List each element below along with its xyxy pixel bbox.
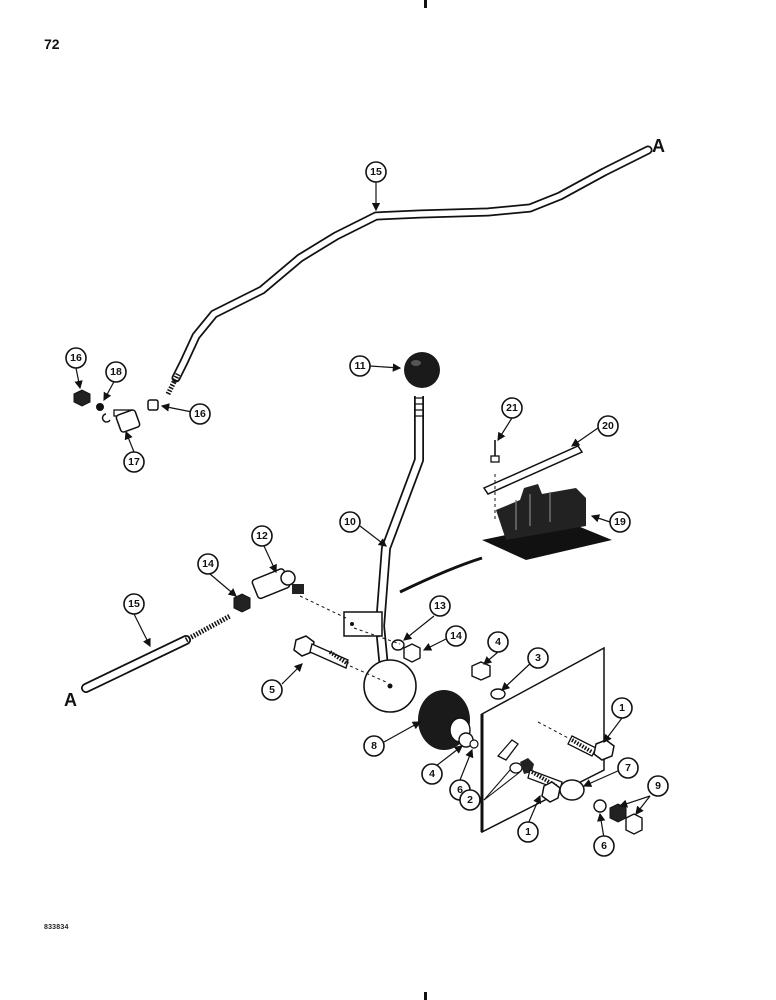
shift-gate [482,484,612,560]
shift-rod-lower [81,613,232,693]
callout-14-left: 14 [197,553,219,575]
svg-text:8: 8 [371,740,377,752]
callout-15-lower: 15 [123,593,145,615]
callout-6-right: 6 [593,835,615,857]
svg-text:9: 9 [655,780,661,792]
reference-a-upper: A [652,136,665,156]
svg-text:18: 18 [110,366,122,378]
callout-15-upper: 15 [365,161,387,183]
bottom-margin-mark [424,992,427,1000]
rod-end-hardware [73,389,159,433]
shift-knob [404,352,440,388]
svg-text:1: 1 [619,702,625,714]
gate-plate [482,445,584,495]
callout-1-lower: 1 [517,821,539,843]
svg-text:21: 21 [506,402,518,414]
jam-nut [233,593,251,613]
callout-10: 10 [339,511,361,533]
lock-nut-1 [609,803,627,823]
callout-16-left: 16 [65,347,87,369]
svg-text:2: 2 [467,794,473,806]
callout-3: 3 [527,647,549,669]
lock-nut-2 [625,813,643,835]
svg-text:4: 4 [495,636,501,648]
callout-2: 2 [459,789,481,811]
svg-text:10: 10 [344,516,356,528]
callout-1-upper: 1 [611,697,633,719]
lever-nut [403,643,421,663]
svg-text:14: 14 [450,630,462,642]
callout-13: 13 [429,595,451,617]
knob-highlight [411,360,421,366]
svg-text:4: 4 [429,768,435,780]
svg-text:5: 5 [269,684,275,696]
reference-a-lower: A [64,690,77,710]
lower-washer [593,799,607,813]
callout-16-right: 16 [189,403,211,425]
svg-text:17: 17 [128,456,140,468]
callout-7: 7 [617,757,639,779]
disc-washer [469,739,479,749]
rod-end [251,568,347,619]
top-margin-mark [424,0,427,8]
figure-code: 833834 [44,924,69,931]
screw-head [490,455,500,463]
page-number: 72 [44,36,60,52]
callout-5: 5 [261,679,283,701]
svg-text:11: 11 [354,360,365,372]
svg-text:16: 16 [70,352,82,364]
lever-gate-link [399,556,483,594]
spring-clip [483,739,534,801]
pivot-bolt [293,635,387,683]
svg-text:14: 14 [202,558,214,570]
svg-text:19: 19 [614,516,626,528]
bolt-upper [537,721,615,761]
callout-18: 18 [105,361,127,383]
upper-washer [490,688,506,700]
svg-text:16: 16 [194,408,206,420]
svg-text:13: 13 [434,600,446,612]
upper-nut [471,661,491,681]
callout-11: 11 [349,355,371,377]
svg-text:6: 6 [457,784,463,796]
svg-text:12: 12 [256,530,268,542]
lever-centerline [353,627,401,645]
leader-lines [74,182,651,839]
svg-text:20: 20 [602,420,614,432]
svg-text:6: 6 [601,840,607,852]
flat-washer [559,779,585,801]
svg-text:3: 3 [535,652,541,664]
shift-rod-upper [165,145,653,396]
svg-text:1: 1 [525,826,531,838]
callout-20: 20 [597,415,619,437]
svg-text:15: 15 [128,598,140,610]
callout-17: 17 [123,451,145,473]
callout-14-right: 14 [445,625,467,647]
callout-4-upper: 4 [487,631,509,653]
callout-8: 8 [363,735,385,757]
callout-21: 21 [501,397,523,419]
svg-text:7: 7 [625,762,631,774]
shift-lever [343,396,424,713]
callout-12: 12 [251,525,273,547]
mounting-panel [481,646,605,834]
callout-4-lower: 4 [421,763,443,785]
callout-19: 19 [609,511,631,533]
callout-9: 9 [647,775,669,797]
bolt-lower [527,769,563,803]
svg-text:15: 15 [370,166,382,178]
